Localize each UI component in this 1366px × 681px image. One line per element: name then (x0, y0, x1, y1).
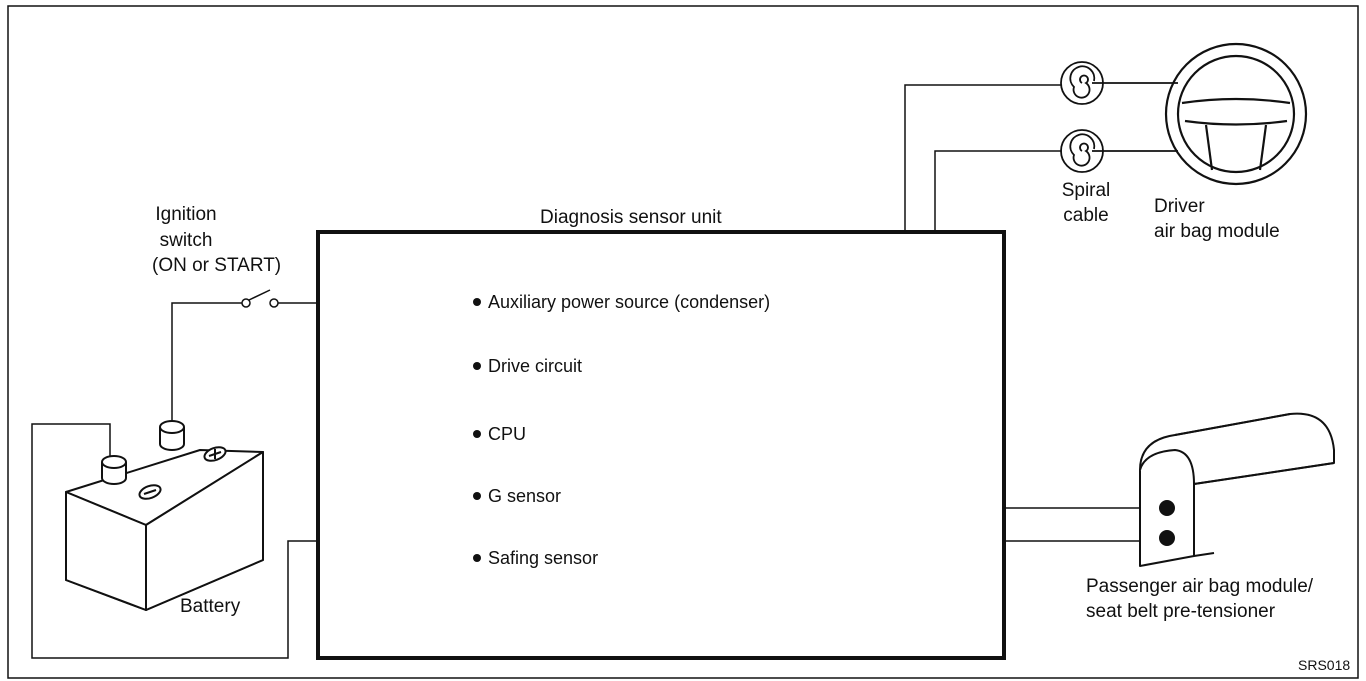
ignition-switch-label-line2: switch (159, 230, 213, 251)
spiral-cable-label-line1: Spiral (1061, 180, 1111, 201)
feature-bullet (473, 430, 481, 438)
battery-ground-wire (31, 423, 318, 659)
feature-drive-circuit: Drive circuit (488, 356, 583, 376)
feature-bullet (473, 298, 481, 306)
driver-wire-2 (934, 150, 1062, 232)
feature-bullet (473, 492, 481, 500)
feature-safing-sensor: Safing sensor (488, 548, 599, 568)
feature-cpu: CPU (488, 424, 527, 444)
passenger-module-label-line1: Passenger air bag module/ (1086, 576, 1314, 597)
ignition-switch-label-line3: (ON or START) (152, 255, 282, 276)
driver-module-label-line2: air bag module (1154, 221, 1280, 242)
driver-module-label-line1: Driver (1154, 196, 1205, 217)
steering-wheel-icon (1164, 42, 1308, 186)
figure-frame (7, 5, 1359, 679)
figure-code: SRS018 (1298, 657, 1351, 673)
feature-auxiliary-power-source: Auxiliary power source (condenser) (488, 292, 771, 312)
spiral-cable-icon (1060, 61, 1178, 173)
feature-g-sensor: G sensor (488, 486, 562, 506)
passenger-airbag-module-icon (1139, 412, 1335, 567)
passenger-module-label-line2: seat belt pre-tensioner (1086, 601, 1276, 622)
battery-label: Battery (180, 596, 241, 617)
spiral-cable-label-line2: cable (1063, 205, 1109, 226)
ignition-switch-symbol (171, 289, 318, 426)
feature-bullet (473, 362, 481, 370)
diagnosis-sensor-unit-box (316, 230, 1006, 660)
unit-title: Diagnosis sensor unit (540, 207, 722, 228)
ignition-switch-label-line1: Ignition (155, 204, 217, 225)
driver-wire-1 (904, 84, 1062, 232)
battery-icon (65, 420, 264, 611)
feature-bullet (473, 554, 481, 562)
